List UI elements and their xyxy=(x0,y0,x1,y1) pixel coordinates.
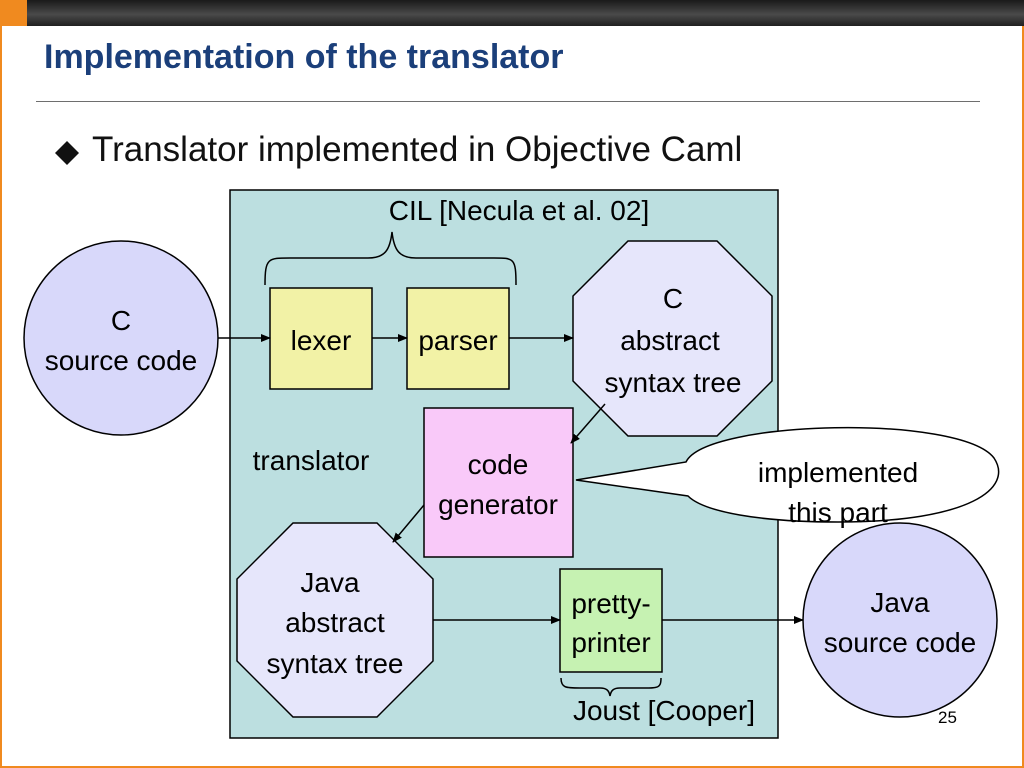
code-generator-line-1: code xyxy=(468,449,529,480)
callout-bubble xyxy=(575,426,1000,523)
c-source-line-1: C xyxy=(111,305,131,336)
slide-title: Implementation of the translator xyxy=(44,38,564,76)
top-bar xyxy=(0,0,1024,26)
c-ast-line-3: syntax tree xyxy=(605,367,742,398)
page-number: 25 xyxy=(938,708,957,727)
pretty-printer-node xyxy=(559,568,663,673)
frame-bottom-border xyxy=(0,766,1024,768)
joust-brace xyxy=(560,677,662,697)
parser-label: parser xyxy=(418,325,497,356)
lexer-label: lexer xyxy=(291,325,352,356)
parser-node xyxy=(406,287,510,390)
pretty-printer-line-1: pretty- xyxy=(571,588,650,619)
callout-line-2: this part xyxy=(788,497,888,528)
top-bar-accent xyxy=(0,0,27,26)
frame-left-border xyxy=(0,26,2,768)
c-source-line-2: source code xyxy=(45,345,198,376)
lexer-node xyxy=(269,287,373,390)
code-generator-line-2: generator xyxy=(438,489,558,520)
java-source-line-1: Java xyxy=(870,587,930,618)
c-ast-line-2: abstract xyxy=(620,325,720,356)
java-ast-line-2: abstract xyxy=(285,607,385,638)
title-divider xyxy=(36,101,980,102)
translator-label: translator xyxy=(253,445,370,476)
bullet-text: Translator implemented in Objective Caml xyxy=(92,130,743,169)
code-generator-node xyxy=(423,407,574,558)
arrow-c-ast-to-code-generator xyxy=(570,403,606,444)
cil-label: CIL [Necula et al. 02] xyxy=(389,195,649,226)
c-ast-line-1: C xyxy=(663,283,683,314)
diamond-bullet-icon xyxy=(55,141,79,165)
callout-line-1: implemented xyxy=(758,457,918,488)
arrow-code-generator-to-java-ast xyxy=(392,504,425,543)
frame-right-border xyxy=(1022,26,1024,768)
java-ast-line-3: syntax tree xyxy=(267,648,404,679)
cil-brace xyxy=(264,231,517,286)
pretty-printer-line-2: printer xyxy=(571,627,650,658)
joust-label: Joust [Cooper] xyxy=(573,695,755,726)
java-source-line-2: source code xyxy=(824,627,977,658)
java-ast-line-1: Java xyxy=(300,567,360,598)
java-source-code-node xyxy=(802,522,998,718)
c-source-code-node xyxy=(23,240,219,436)
c-ast-node xyxy=(572,240,773,437)
